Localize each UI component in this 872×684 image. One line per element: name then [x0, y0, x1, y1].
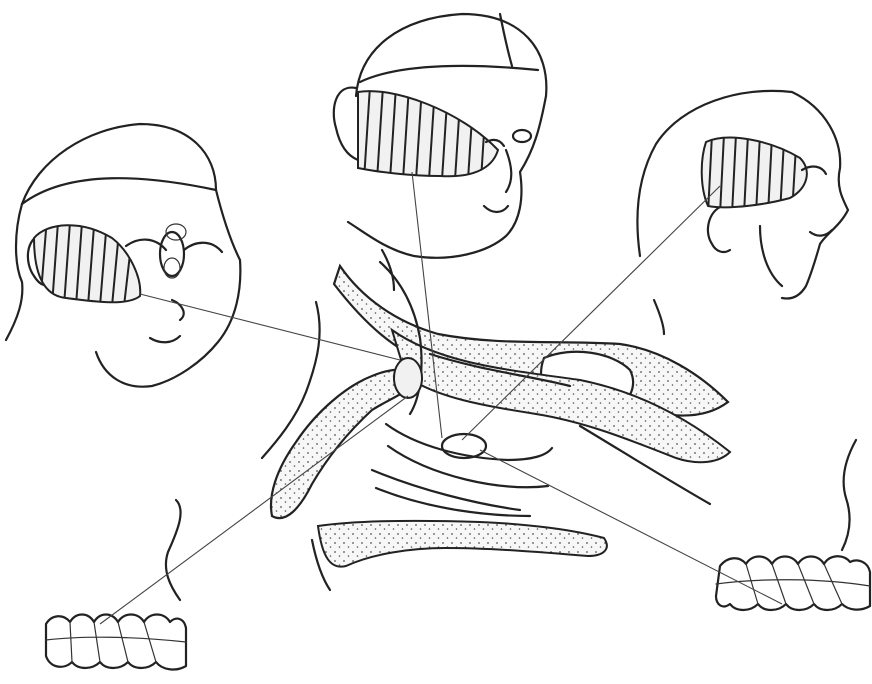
left-face-hairline — [22, 178, 216, 204]
right-tooth-sep-3 — [798, 564, 814, 604]
left-tooth-sep-2 — [94, 622, 100, 662]
right-face — [637, 91, 848, 334]
left-tooth-sep-1 — [70, 622, 72, 662]
right-temple-pain-zone — [702, 138, 807, 208]
maxillary-ridge — [318, 521, 607, 567]
nasal-floor-curve-2 — [388, 446, 548, 487]
sinus-cross-section — [262, 262, 730, 590]
palate-curve-1 — [372, 470, 520, 510]
top-nose — [506, 150, 511, 192]
nasal-concha-small — [394, 358, 422, 398]
top-mouth — [484, 206, 508, 212]
lower-left-teeth — [46, 500, 186, 669]
top-ear — [334, 88, 358, 160]
left-face — [6, 124, 240, 387]
right-gum-line — [716, 580, 870, 586]
lower-right-teeth — [716, 440, 870, 610]
pointer-left-teeth — [100, 396, 408, 624]
left-cheek-pain-zone — [34, 225, 140, 302]
left-tooth-sep-4 — [144, 622, 156, 662]
top-face — [334, 14, 547, 290]
right-ear — [708, 206, 730, 252]
right-neck — [654, 300, 664, 334]
left-jaw-contour — [166, 500, 181, 600]
right-face-jaw — [760, 226, 782, 286]
left-gum-line — [46, 637, 186, 642]
right-jaw-contour — [842, 440, 856, 550]
top-face-hairline — [360, 66, 538, 82]
left-mouth — [150, 336, 180, 342]
left-teeth-row — [46, 615, 186, 670]
right-tooth-sep-2 — [772, 564, 786, 604]
palate-curve-2 — [376, 488, 530, 516]
right-tooth-sep-1 — [746, 564, 758, 604]
right-tooth-sep-4 — [824, 564, 842, 604]
left-tooth-sep-3 — [118, 622, 128, 662]
top-eye-right — [513, 130, 531, 142]
nasal-floor-curve-1 — [386, 424, 552, 460]
left-brow-right — [184, 243, 222, 252]
